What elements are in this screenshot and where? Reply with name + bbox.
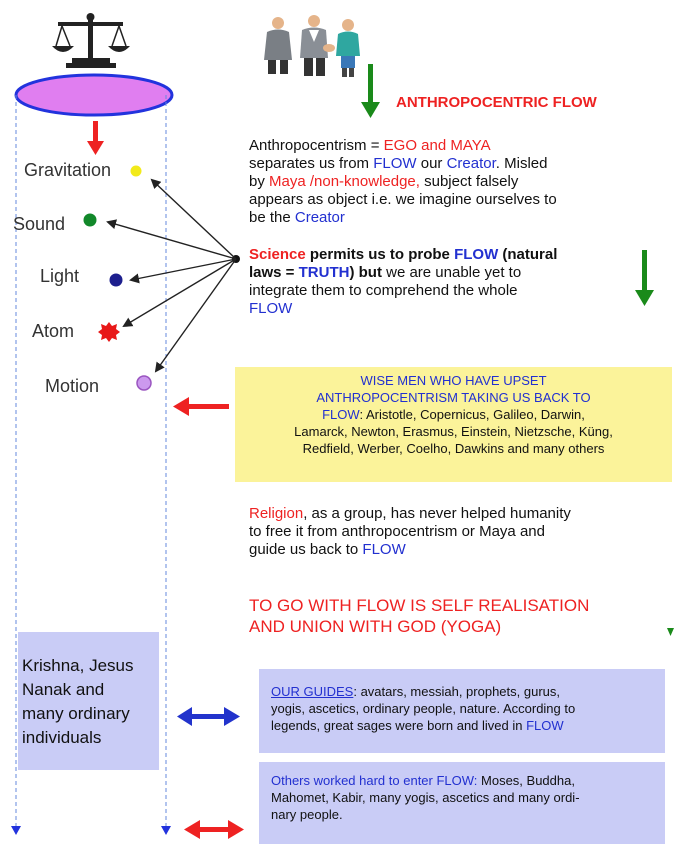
arrow-to-light — [129, 258, 237, 284]
our-guides-link[interactable]: OUR GUIDES — [271, 684, 354, 699]
wise-line-5: Redfield, Werber, Coelho, Dawkins and ma… — [302, 441, 605, 456]
red-double-arrow — [184, 820, 244, 839]
text-others: Others worked hard to enter FLOW: — [271, 773, 478, 788]
red-left-arrow — [173, 397, 229, 416]
text: ) but — [349, 264, 382, 281]
krishna-line: Krishna, Jesus — [22, 656, 134, 675]
text-creator: Creator — [446, 155, 496, 172]
text: separates us from — [249, 155, 374, 172]
text: : avatars, messiah, prophets, gurus, — [353, 684, 560, 699]
text: nary people. — [271, 807, 343, 822]
our-guides-box: OUR GUIDES: avatars, messiah, prophets, … — [259, 669, 665, 753]
atom-dot — [98, 322, 120, 342]
text: (natural — [498, 246, 558, 263]
red-down-arrow — [87, 121, 104, 155]
text-creator: Creator — [294, 209, 345, 226]
label-sound: Sound — [13, 214, 66, 234]
flow-ellipse — [14, 73, 174, 117]
text: guide us back to — [249, 541, 363, 558]
business-people-icon — [264, 15, 360, 77]
green-down-arrow-top — [361, 64, 380, 118]
label-light: Light — [40, 266, 80, 286]
text: our — [416, 155, 447, 172]
text: we are unable yet to — [381, 264, 522, 281]
text: yogis, ascetics, ordinary people, nature… — [271, 701, 576, 716]
arrowhead-right — [161, 826, 171, 835]
science-paragraph: Science permits us to probe FLOW (natura… — [249, 246, 644, 318]
text-flow: FLOW — [526, 718, 564, 733]
text-truth: TRUTH — [298, 264, 350, 281]
text-flow: FLOW — [249, 300, 293, 317]
arrow-to-gravitation — [150, 178, 237, 260]
scales-icon — [52, 13, 130, 68]
yoga-line-1: TO GO WITH FLOW IS SELF REALISATION — [249, 596, 590, 615]
arrowhead-left — [11, 826, 21, 835]
krishna-line: Nanak and — [22, 680, 105, 699]
wise-line-2: ANTHROPOCENTRISM TAKING US BACK TO — [316, 390, 591, 405]
arrow-to-sound — [106, 219, 237, 260]
text: be the — [249, 209, 295, 226]
others-box: Others worked hard to enter FLOW: Moses,… — [259, 762, 665, 844]
gravitation-dot — [130, 165, 142, 177]
anthropocentrism-paragraph: Anthropocentrism = EGO and MAYA separate… — [249, 137, 649, 227]
arrow-to-atom — [122, 258, 237, 328]
green-down-arrow-right — [635, 250, 654, 306]
page-title: ANTHROPOCENTRIC FLOW — [396, 94, 597, 111]
sound-dot — [83, 213, 97, 227]
wise-line-4: Lamarck, Newton, Erasmus, Einstein, Niet… — [294, 424, 613, 439]
label-motion: Motion — [45, 376, 100, 396]
text-religion: Religion — [249, 505, 304, 522]
text: , as a group, has never helped humanity — [303, 505, 571, 522]
text: Anthropocentrism = — [249, 137, 384, 154]
motion-dot — [136, 375, 152, 391]
label-gravitation: Gravitation — [24, 160, 112, 180]
text: Mahomet, Kabir, many yogis, ascetics and… — [271, 790, 580, 805]
label-atom: Atom — [32, 321, 75, 341]
text-ego-maya: EGO and MAYA — [383, 137, 491, 154]
text: permits us to probe — [305, 246, 455, 263]
green-mark — [667, 628, 674, 636]
yoga-line-2: AND UNION WITH GOD (YOGA) — [249, 617, 502, 636]
text: integrate them to comprehend the whole — [249, 282, 518, 299]
text-flow: FLOW — [454, 246, 499, 263]
wise-line-3: : Aristotle, Copernicus, Galileo, Darwin… — [359, 407, 585, 422]
text-flow: FLOW — [373, 155, 417, 172]
text: legends, great sages were born and lived… — [271, 718, 527, 733]
text-maya: Maya /non-knowledge, — [269, 173, 420, 190]
arrow-to-motion — [154, 258, 237, 373]
krishna-line: many ordinary — [22, 704, 130, 723]
text: Moses, Buddha, — [477, 773, 575, 788]
text: subject falsely — [419, 173, 519, 190]
text-flow: FLOW — [322, 407, 360, 422]
text: to free it from anthropocentrism or Maya… — [249, 523, 545, 540]
text: laws = — [249, 264, 299, 281]
text: by — [249, 173, 270, 190]
krishna-line: individuals — [22, 728, 102, 747]
wise-line-1: WISE MEN WHO HAVE UPSET — [360, 373, 547, 388]
wise-men-box: WISE MEN WHO HAVE UPSET ANTHROPOCENTRISM… — [235, 367, 672, 482]
text-science: Science — [249, 246, 306, 263]
light-dot — [109, 273, 123, 287]
religion-paragraph: Religion, as a group, has never helped h… — [249, 505, 669, 559]
blue-double-arrow — [177, 707, 240, 726]
yoga-statement: TO GO WITH FLOW IS SELF REALISATION AND … — [249, 595, 589, 637]
text: appears as object i.e. we imagine oursel… — [249, 191, 557, 208]
krishna-box: Krishna, Jesus Nanak and many ordinary i… — [18, 632, 159, 770]
text-flow: FLOW — [362, 541, 406, 558]
text: . Misled — [495, 155, 548, 172]
